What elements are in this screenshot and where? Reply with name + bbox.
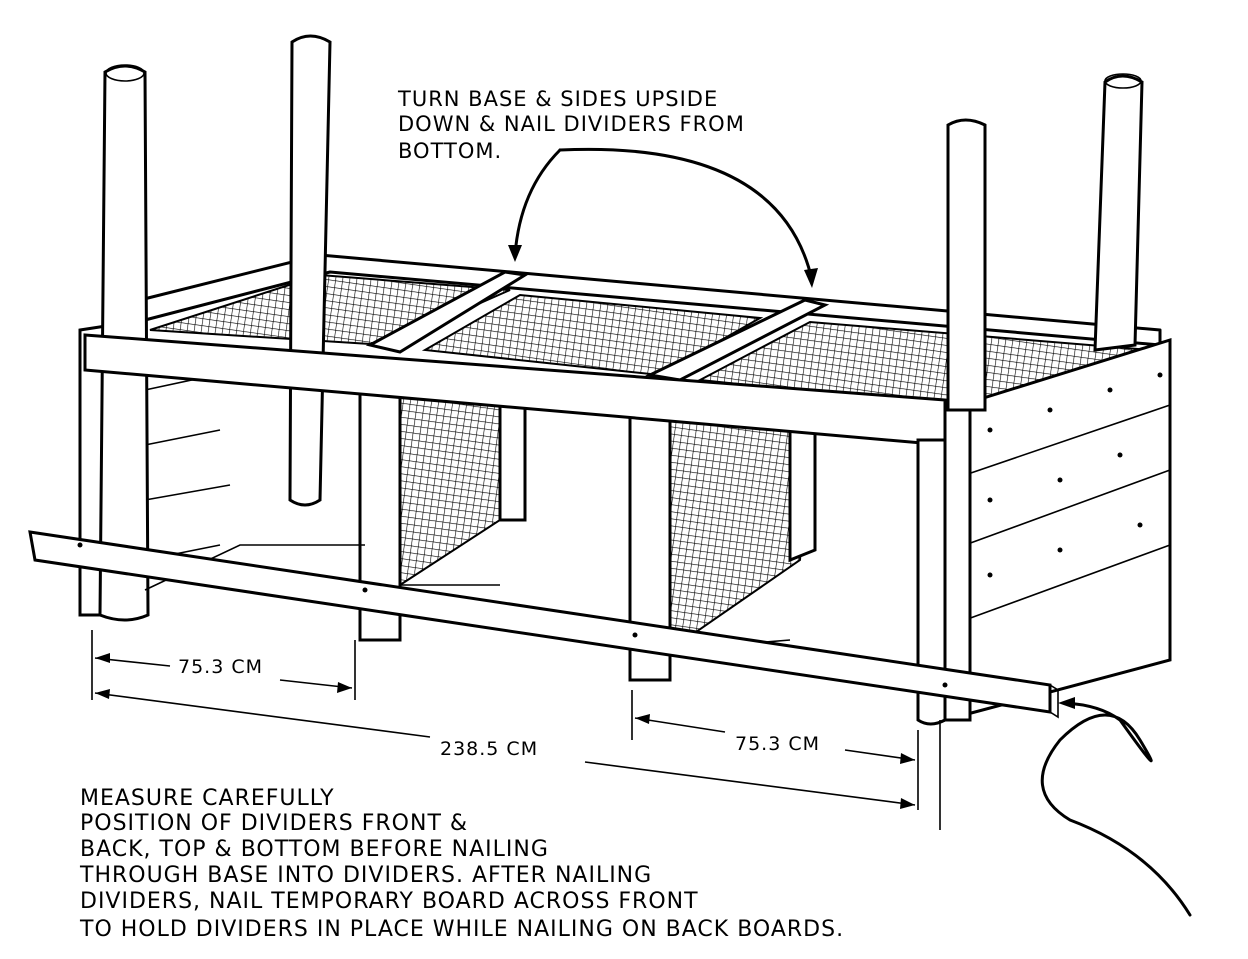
- dimension-right-divider: 75.3 CM: [735, 733, 820, 755]
- dimension-lines: [91, 630, 941, 830]
- top-divider-left: [365, 270, 530, 354]
- top-note: TURN BASE & SIDES UPSIDE DOWN & NAIL DIV…: [397, 87, 745, 163]
- post-rear-left: [288, 34, 332, 507]
- callout-arrow-left: [513, 148, 562, 257]
- post-front-right-lower: [916, 438, 947, 726]
- nail-holes: [987, 372, 1163, 578]
- divider-left-back: [498, 393, 527, 522]
- post-front-right: [946, 118, 987, 412]
- instruction-line: BACK, TOP & BOTTOM BEFORE NAILING: [80, 837, 549, 862]
- dimension-left-divider: 75.3 CM: [178, 656, 263, 678]
- instruction-line: POSITION OF DIVIDERS FRONT &: [80, 811, 468, 836]
- instruction-line: TO HOLD DIVIDERS IN PLACE WHILE NAILING …: [79, 917, 844, 942]
- top-note-line: BOTTOM.: [398, 139, 502, 163]
- callout-arrow-right: [558, 147, 814, 282]
- divider-right-back: [788, 423, 817, 563]
- instruction-line: THROUGH BASE INTO DIVIDERS. AFTER NAILIN…: [79, 863, 652, 888]
- instruction-line: DIVIDERS, NAIL TEMPORARY BOARD ACROSS FR…: [80, 889, 699, 914]
- instruction-line: MEASURE CAREFULLY: [80, 786, 335, 811]
- dimension-overall-length: 238.5 CM: [440, 738, 538, 760]
- mesh-floor-middle: [421, 293, 764, 377]
- divider-left-mesh: [399, 388, 501, 587]
- board-nail-holes: [77, 542, 948, 688]
- top-note-line: DOWN & NAIL DIVIDERS FROM: [398, 112, 745, 136]
- callout-arrow-board: [1040, 701, 1192, 917]
- post-rear-right: [1093, 74, 1144, 352]
- instructions: MEASURE CAREFULLY POSITION OF DIVIDERS F…: [79, 786, 844, 942]
- top-note-line: TURN BASE & SIDES UPSIDE: [397, 87, 718, 111]
- temporary-board: [28, 530, 1052, 714]
